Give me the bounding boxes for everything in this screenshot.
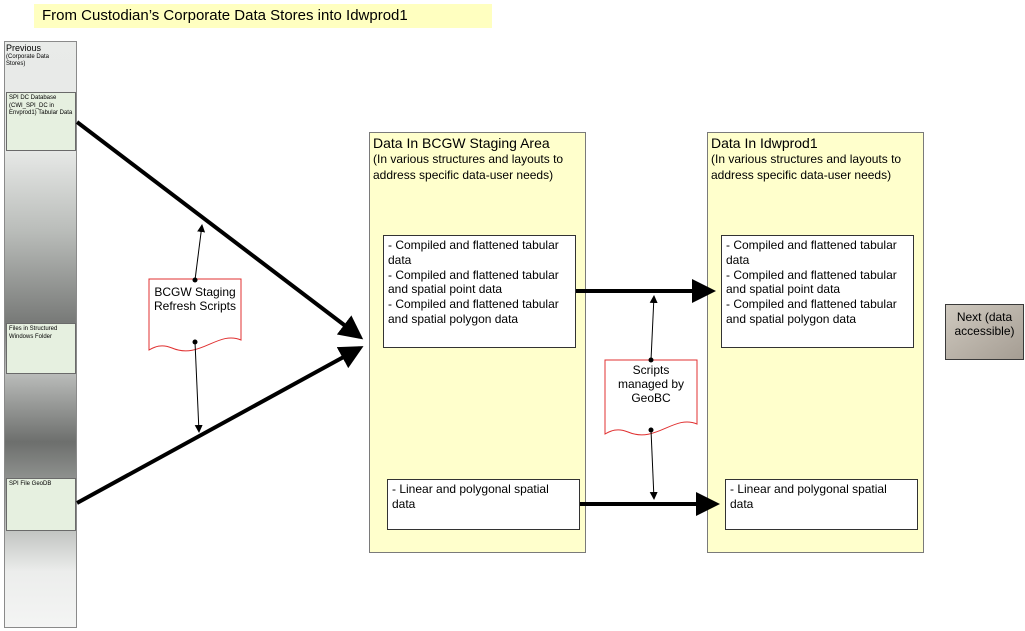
- source-spi-file-geodb: SPI File GeoDB: [6, 478, 76, 531]
- connector-geobc-up: [649, 295, 658, 361]
- connector-dot: [648, 427, 654, 433]
- staging-data-list: - Compiled and flattened tabular data - …: [383, 235, 576, 348]
- previous-subtitle: (Corporate Data Stores): [6, 54, 50, 67]
- staging-subtitle: (In various structures and layouts to ad…: [373, 152, 564, 182]
- source-label: SPI File GeoDB: [9, 481, 52, 487]
- source-label: SPI DC Database (CWI_SPI_DC in Envprod1)…: [9, 95, 73, 116]
- diagram-title: From Custodian’s Corporate Data Stores i…: [34, 4, 492, 28]
- staging-spatial-box: - Linear and polygonal spatial data: [387, 479, 580, 530]
- connector-dot: [648, 357, 654, 363]
- idwprod-title: Data In Idwprod1: [711, 135, 818, 151]
- flow-arrow-geodb-to-staging: [76, 346, 364, 505]
- refresh-scripts-shape: [148, 278, 242, 352]
- geobc-scripts-label: Scripts managed by GeoBC: [617, 363, 685, 405]
- source-spi-dc-database: SPI DC Database (CWI_SPI_DC in Envprod1)…: [6, 92, 76, 151]
- flow-arrow-spi-db-to-staging: [75, 120, 364, 340]
- staging-title: Data In BCGW Staging Area: [373, 135, 550, 151]
- list-item: - Compiled and flattened tabular data: [388, 238, 559, 267]
- list-item: - Compiled and flattened tabular and spa…: [388, 297, 559, 326]
- idwprod-spatial-box: - Linear and polygonal spatial data: [725, 479, 918, 530]
- source-label: Files in Structured Windows Folder: [9, 326, 58, 340]
- source-structured-folder: Files in Structured Windows Folder: [6, 323, 76, 374]
- list-item: - Compiled and flattened tabular and spa…: [726, 267, 897, 297]
- idwprod-data-list: - Compiled and flattened tabular data - …: [721, 235, 914, 348]
- connector-dot: [192, 339, 198, 345]
- list-item: - Linear and polygonal spatial data: [392, 482, 549, 511]
- list-item: - Compiled and flattened tabular and spa…: [388, 267, 559, 297]
- list-item: - Compiled and flattened tabular and spa…: [726, 297, 897, 326]
- connector-refresh-down: [194, 341, 203, 433]
- connector-geobc-down: [649, 429, 658, 500]
- list-item: - Linear and polygonal spatial data: [730, 482, 887, 511]
- refresh-scripts-label: BCGW Staging Refresh Scripts: [153, 285, 237, 313]
- next-box: Next (data accessible): [945, 304, 1024, 360]
- next-label: Next (data accessible): [954, 310, 1015, 338]
- idwprod-subtitle: (In various structures and layouts to ad…: [711, 152, 902, 182]
- connector-dot: [192, 277, 198, 283]
- geobc-scripts-shape: [604, 359, 698, 436]
- previous-title: Previous: [6, 43, 42, 53]
- connector-refresh-up: [194, 224, 206, 281]
- list-item: - Compiled and flattened tabular data: [726, 238, 897, 267]
